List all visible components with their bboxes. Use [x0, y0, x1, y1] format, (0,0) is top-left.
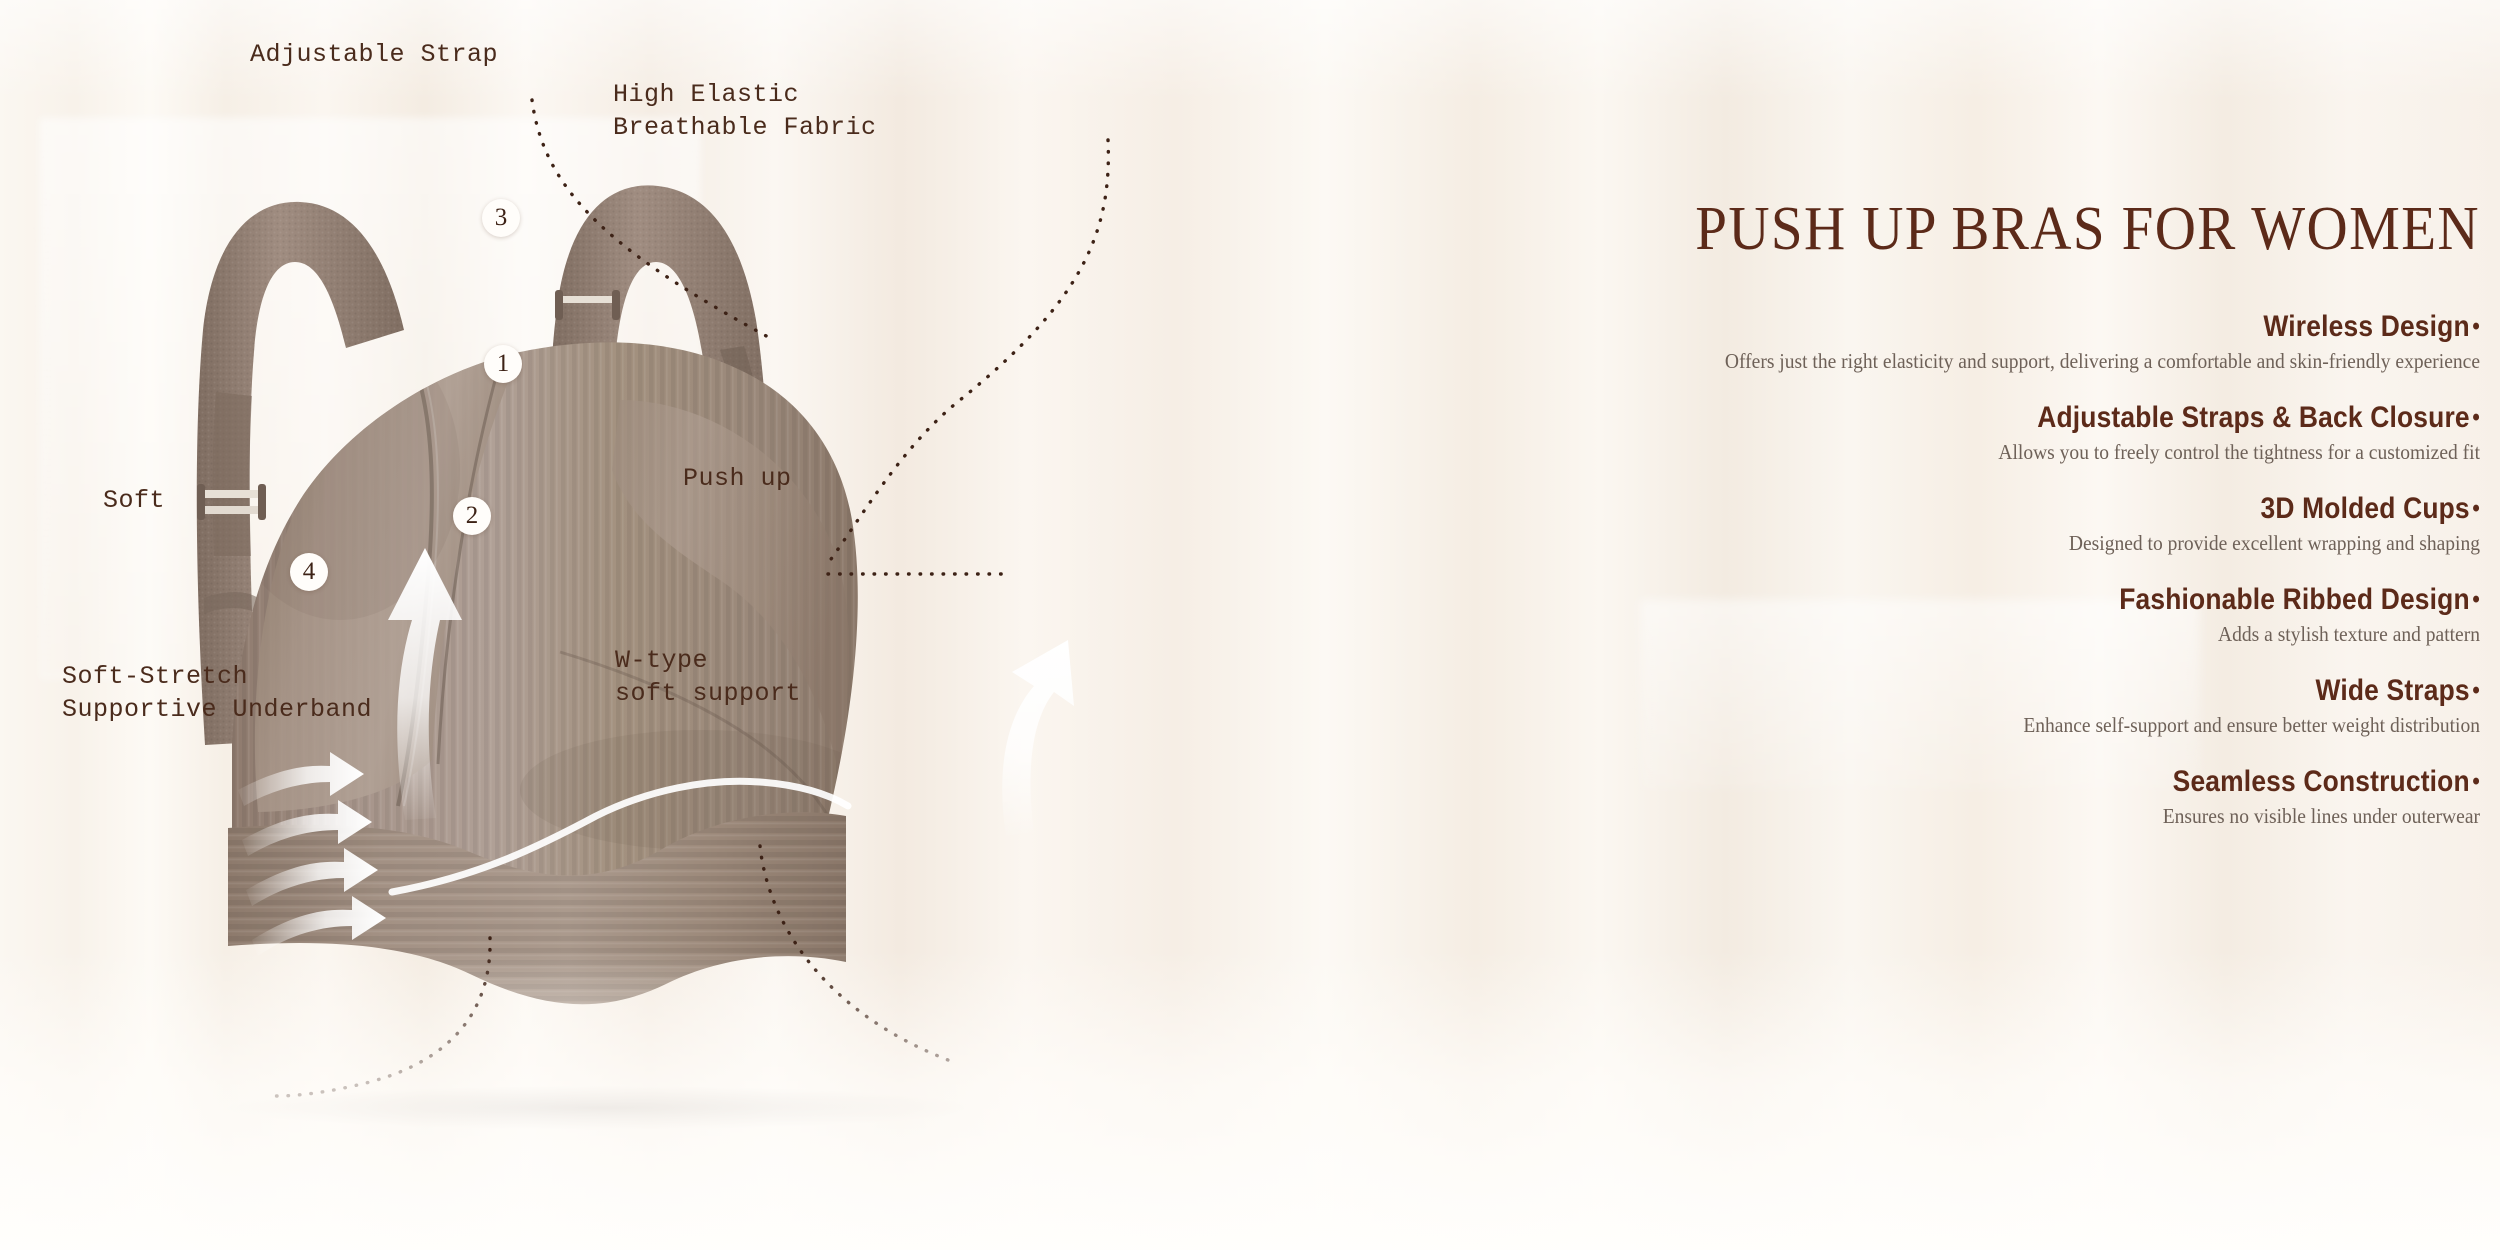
page-title: PUSH UP BRAS FOR WOMEN [1695, 195, 2480, 263]
feature-title-text: Fashionable Ribbed Design [2119, 583, 2470, 616]
feature-title: Adjustable Straps & Back Closure• [1442, 401, 2480, 434]
feature-item-seamless-construction: Seamless Construction• Ensures no visibl… [1300, 765, 2480, 829]
right-strap-adjuster-top [555, 290, 620, 320]
bra-illustration [196, 98, 1111, 1130]
marketing-copy-column: PUSH UP BRAS FOR WOMEN Wireless Design• … [1300, 0, 2480, 1250]
feature-title: Wireless Design• [1442, 310, 2480, 343]
feature-title-text: Wireless Design [2263, 310, 2470, 343]
floor-gradient [0, 950, 2500, 1250]
callout-w-type: W-type soft support [615, 646, 802, 708]
feature-title-text: 3D Molded Cups [2260, 492, 2470, 525]
label-push-up: Push up [683, 464, 792, 493]
callout-high-elastic: High Elastic Breathable Fabric [613, 80, 877, 142]
feature-description: Enhance self-support and ensure better w… [2023, 713, 2480, 737]
feature-description: Allows you to freely control the tightne… [1998, 440, 2480, 464]
feature-title-text: Seamless Construction [2172, 765, 2470, 798]
feature-description: Offers just the right elasticity and sup… [1724, 349, 2480, 373]
badge-2[interactable]: 2 [453, 497, 491, 535]
feature-item-ribbed-design: Fashionable Ribbed Design• Adds a stylis… [1300, 583, 2480, 647]
bullet-icon: • [2472, 768, 2480, 795]
label-soft: Soft [103, 486, 166, 515]
push-up-arrow-outer [1002, 640, 1074, 836]
push-up-arrow-inner [388, 548, 462, 820]
feature-title: Seamless Construction• [1442, 765, 2480, 798]
feature-item-3d-molded-cups: 3D Molded Cups• Designed to provide exce… [1300, 492, 2480, 556]
feature-title: Wide Straps• [1442, 674, 2480, 707]
callout-adjustable-strap: Adjustable Strap [250, 40, 499, 69]
badge-3[interactable]: 3 [482, 199, 520, 237]
feature-description: Designed to provide excellent wrapping a… [2068, 531, 2480, 555]
callout-soft-stretch: Soft-Stretch Supportive Underband [62, 662, 373, 724]
feature-item-wide-straps: Wide Straps• Enhance self-support and en… [1300, 674, 2480, 738]
feature-title: 3D Molded Cups• [1442, 492, 2480, 525]
soft-arrows [238, 752, 386, 956]
left-strap-adjuster [197, 484, 266, 520]
bullet-icon: • [2472, 586, 2480, 613]
feature-item-wireless-design: Wireless Design• Offers just the right e… [1300, 310, 2480, 374]
leader-adjustable-strap [530, 98, 772, 340]
feature-description: Ensures no visible lines under outerwear [2162, 804, 2480, 828]
background-ledge [1640, 600, 2200, 790]
badge-1[interactable]: 1 [484, 345, 522, 383]
feature-title-text: Wide Straps [2315, 674, 2470, 707]
feature-title-text: Adjustable Straps & Back Closure [2037, 401, 2470, 434]
bullet-icon: • [2472, 677, 2480, 704]
bullet-icon: • [2472, 495, 2480, 522]
feature-title: Fashionable Ribbed Design• [1442, 583, 2480, 616]
w-support-highlight [388, 777, 852, 896]
feature-description: Adds a stylish texture and pattern [2218, 622, 2480, 646]
left-strap [196, 201, 404, 746]
bullet-icon: • [2472, 313, 2480, 340]
bullet-icon: • [2472, 404, 2480, 431]
leader-high-elastic [824, 138, 1111, 568]
product-image: Adjustable Strap High Elastic Breathable… [62, 40, 1111, 1130]
feature-item-adjustable-straps: Adjustable Straps & Back Closure• Allows… [1300, 401, 2480, 465]
badge-4[interactable]: 4 [290, 553, 328, 591]
feature-list: Wireless Design• Offers just the right e… [1300, 310, 2480, 856]
